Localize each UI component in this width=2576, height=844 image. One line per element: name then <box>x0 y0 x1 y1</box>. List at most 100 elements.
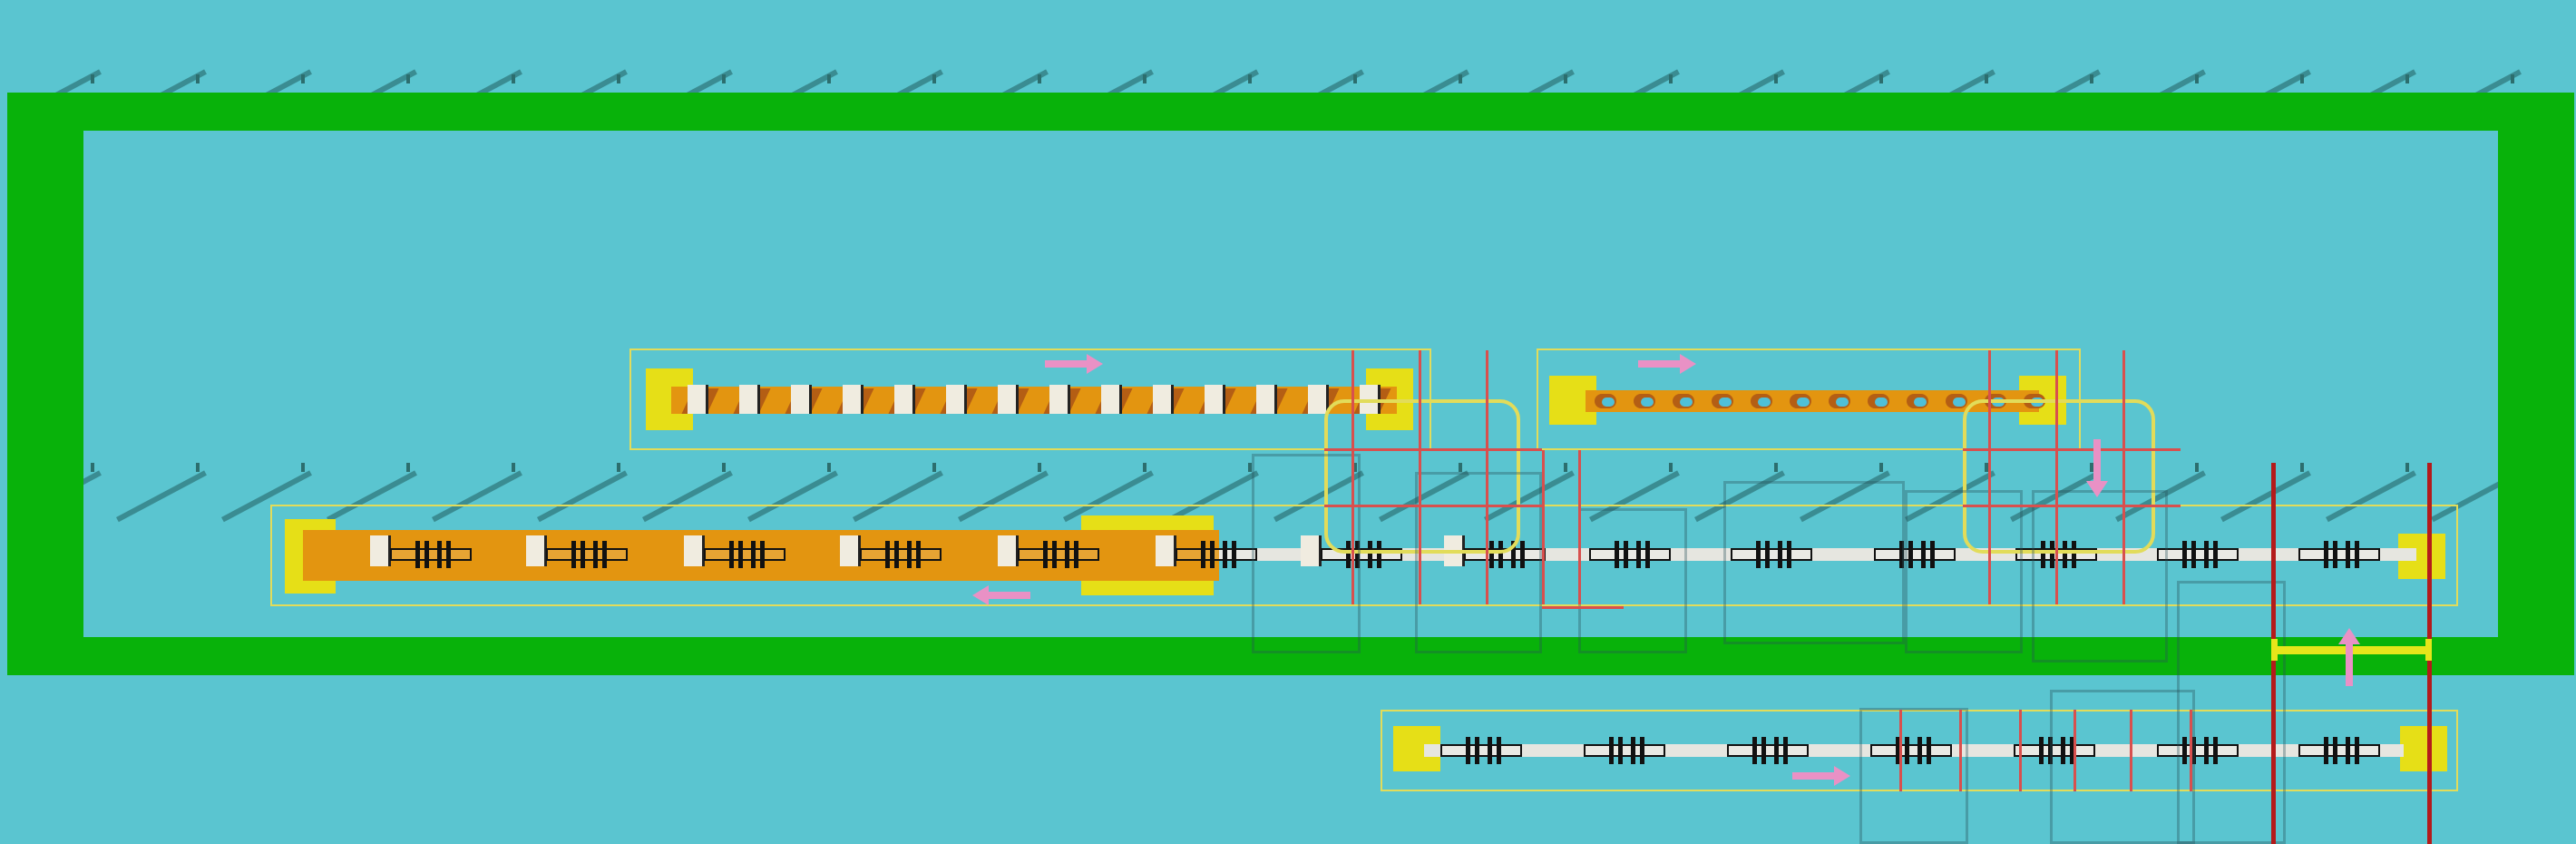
cart-wheel <box>1899 541 1904 568</box>
cart-wheel <box>424 541 429 568</box>
upper-left-belt[interactable] <box>671 387 1397 414</box>
fence-post <box>1353 74 1357 83</box>
cart-wheel <box>907 541 912 568</box>
cart-box[interactable] <box>684 535 705 566</box>
disc-item[interactable] <box>1875 397 1888 407</box>
disc-item[interactable] <box>1641 397 1654 407</box>
rack-post <box>2019 710 2022 791</box>
rack-post <box>2130 710 2132 791</box>
cart-wheel <box>1497 737 1501 764</box>
fence-post <box>617 463 620 472</box>
arrow-right-icon <box>1792 766 1850 786</box>
package-box[interactable] <box>1205 385 1225 414</box>
package-box[interactable] <box>894 385 915 414</box>
package-box[interactable] <box>791 385 812 414</box>
cart-frame[interactable] <box>1176 548 1257 561</box>
disc-item[interactable] <box>1836 397 1849 407</box>
rack-rail <box>1542 606 1624 609</box>
cart-wheel <box>1489 541 1494 568</box>
cart-frame[interactable] <box>2157 548 2239 561</box>
cart-wheel <box>1232 541 1236 568</box>
cart-box[interactable] <box>526 535 547 566</box>
cart-box[interactable] <box>840 535 861 566</box>
fence-post <box>301 463 305 472</box>
fence-post <box>2300 74 2304 83</box>
fence-post <box>2405 463 2409 472</box>
package-box[interactable] <box>998 385 1019 414</box>
cart-frame[interactable] <box>1874 548 1956 561</box>
cart-box[interactable] <box>370 535 391 566</box>
cart-frame[interactable] <box>1727 744 1809 757</box>
package-box[interactable] <box>1153 385 1174 414</box>
package-box[interactable] <box>1049 385 1070 414</box>
cart-wheel <box>2333 737 2337 764</box>
cart-wheel <box>1043 541 1048 568</box>
cart-frame[interactable] <box>1440 744 1522 757</box>
cart-wheel <box>2213 541 2218 568</box>
cart-frame[interactable] <box>1018 548 1099 561</box>
elevator-bracket-left <box>2271 639 2278 661</box>
package-box[interactable] <box>1308 385 1329 414</box>
package-box[interactable] <box>1101 385 1122 414</box>
fence-post <box>1774 74 1778 83</box>
lower-belt-track[interactable] <box>1424 744 2404 757</box>
cart-frame[interactable] <box>860 548 942 561</box>
lower-conveyor-frame <box>1381 710 2458 791</box>
package-box[interactable] <box>688 385 708 414</box>
fence-post <box>827 463 831 472</box>
transfer-loop-left[interactable] <box>1324 399 1520 554</box>
cart-box[interactable] <box>1156 535 1176 566</box>
cart-frame[interactable] <box>2157 744 2239 757</box>
fence-post <box>617 74 620 83</box>
package-box[interactable] <box>843 385 864 414</box>
cart-wheel <box>2182 737 2187 764</box>
cart-box[interactable] <box>998 535 1019 566</box>
cart-frame[interactable] <box>1584 744 1665 757</box>
cart-frame[interactable] <box>1731 548 1812 561</box>
cart-frame[interactable] <box>704 548 785 561</box>
cart-frame[interactable] <box>546 548 628 561</box>
arrow-right-icon <box>1045 354 1103 374</box>
package-box[interactable] <box>739 385 760 414</box>
disc-item[interactable] <box>1914 397 1927 407</box>
cart-frame[interactable] <box>1870 744 1952 757</box>
disc-item[interactable] <box>1953 397 1966 407</box>
arrow-up-icon <box>2338 628 2360 686</box>
arrow-left-icon <box>972 585 1030 605</box>
disc-item[interactable] <box>1758 397 1771 407</box>
package-box[interactable] <box>1256 385 1277 414</box>
cart-wheel <box>1921 541 1926 568</box>
cart-frame[interactable] <box>2298 744 2380 757</box>
cart-frame[interactable] <box>2298 548 2380 561</box>
disc-item[interactable] <box>1602 397 1615 407</box>
disc-item[interactable] <box>1719 397 1732 407</box>
cart-wheel <box>894 541 899 568</box>
cart-wheel <box>760 541 765 568</box>
machine-shadow <box>1578 508 1687 653</box>
cart-wheel <box>2346 541 2350 568</box>
cart-wheel <box>1511 541 1516 568</box>
rack-post <box>1988 350 1991 604</box>
cart-wheel <box>1640 737 1644 764</box>
cart-wheel <box>1609 737 1614 764</box>
disc-item[interactable] <box>1680 397 1693 407</box>
transfer-loop-right[interactable] <box>1963 399 2155 554</box>
cart-box[interactable] <box>1301 535 1322 566</box>
cart-wheel <box>2324 541 2328 568</box>
fence-post <box>406 74 410 83</box>
fence-post <box>301 74 305 83</box>
cart-frame[interactable] <box>390 548 472 561</box>
cart-wheel <box>1896 737 1900 764</box>
rack-post <box>1486 350 1488 604</box>
fence-post <box>1564 463 1567 472</box>
cart-frame[interactable] <box>1589 548 1671 561</box>
lower-belt-end[interactable] <box>2400 726 2447 771</box>
package-box[interactable] <box>946 385 967 414</box>
cart-wheel <box>1498 541 1503 568</box>
cart-wheel <box>2039 737 2044 764</box>
disc-item[interactable] <box>1797 397 1810 407</box>
fence-post <box>196 74 200 83</box>
machine-shadow <box>1905 490 2023 653</box>
machine-shadow <box>1859 708 1968 844</box>
cart-wheel <box>581 541 585 568</box>
